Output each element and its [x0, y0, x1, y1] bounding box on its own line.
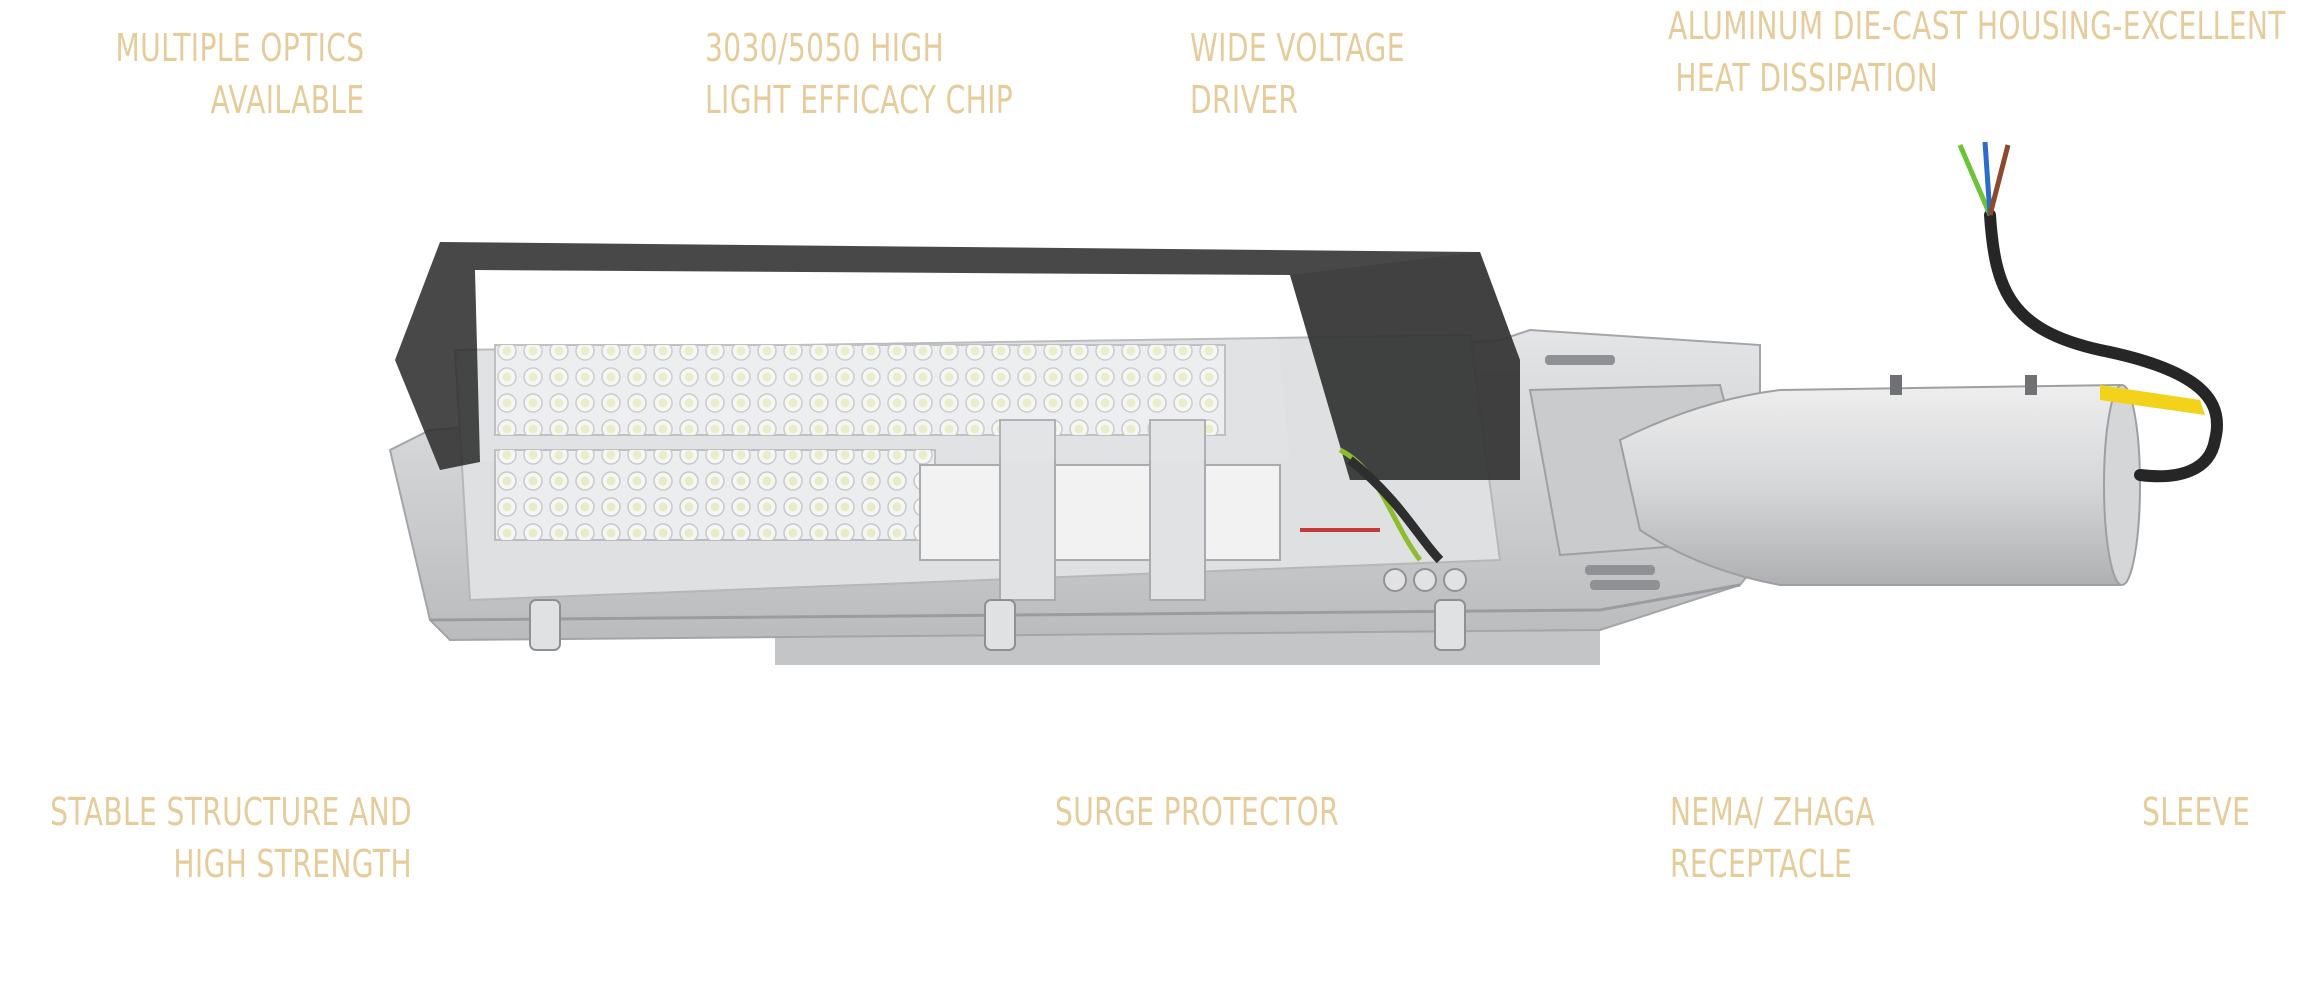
mounting-clip [984, 599, 1016, 651]
cable-tie [2100, 385, 2205, 415]
label-led-chip: 3030/5050 HIGH LIGHT EFFICACY CHIP [705, 22, 1013, 126]
label-aluminum-housing: ALUMINUM DIE-CAST HOUSING-EXCELLENT HEAT… [1668, 0, 2286, 104]
label-line: DRIVER [1190, 78, 1299, 122]
label-wide-voltage-driver: WIDE VOLTAGE DRIVER [1190, 22, 1405, 126]
label-line: 3030/5050 HIGH [705, 26, 945, 70]
sleeve [1618, 383, 2136, 586]
label-line: HEAT DISSIPATION [1675, 56, 1939, 100]
label-line: STABLE STRUCTURE AND [50, 790, 412, 834]
driver-bracket [999, 419, 1056, 601]
label-stable-structure: STABLE STRUCTURE AND HIGH STRENGTH [50, 786, 412, 890]
label-line: MULTIPLE OPTICS [115, 26, 365, 70]
mounting-clip [1434, 599, 1466, 651]
power-cable [1984, 209, 2224, 483]
driver-bracket [1149, 419, 1206, 601]
led-chip-array-bottom [495, 450, 935, 540]
label-line: RECEPTACLE [1670, 842, 1853, 886]
wire-brown [1987, 144, 2011, 216]
label-line: ALUMINUM DIE-CAST HOUSING-EXCELLENT [1668, 4, 2286, 48]
label-line: AVAILABLE [210, 78, 365, 122]
label-line: NEMA/ ZHAGA [1670, 790, 1875, 834]
connector [1383, 568, 1407, 592]
wire-blue [1982, 141, 1993, 216]
label-multiple-optics: MULTIPLE OPTICS AVAILABLE [116, 22, 365, 126]
driver-box [919, 464, 1281, 561]
connector [1443, 568, 1467, 592]
label-nema-receptacle: NEMA/ ZHAGA RECEPTACLE [1670, 786, 1875, 890]
label-line: LIGHT EFFICACY CHIP [705, 78, 1014, 122]
label-line: HIGH STRENGTH [173, 842, 412, 886]
label-sleeve: SLEEVE [2142, 786, 2250, 838]
label-line: WIDE VOLTAGE [1190, 26, 1405, 70]
mounting-clip [529, 599, 561, 651]
label-line: SURGE PROTECTOR [1055, 790, 1340, 834]
led-chip-array-top [495, 345, 1225, 435]
sleeve-screw [2025, 375, 2037, 395]
connector [1413, 568, 1437, 592]
wire-green [1957, 144, 1993, 216]
label-surge-protector: SURGE PROTECTOR [1055, 786, 1339, 838]
label-line: SLEEVE [2141, 790, 2250, 834]
sleeve-screw [1890, 375, 1902, 395]
